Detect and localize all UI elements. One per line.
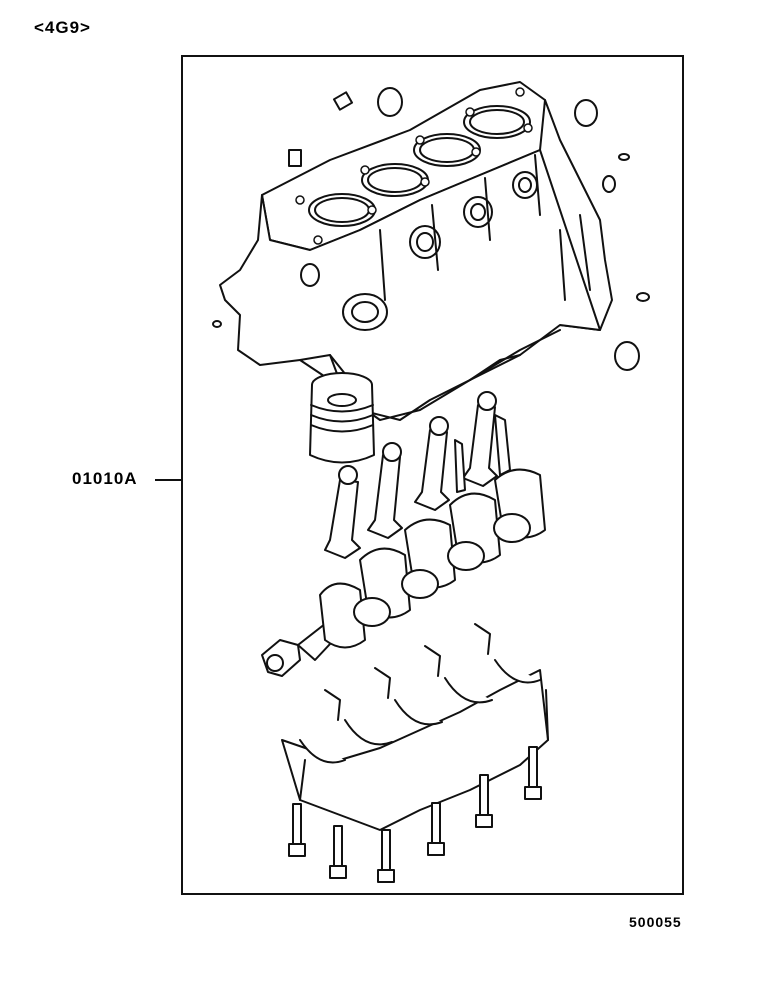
- cylinder-block: [220, 82, 612, 420]
- callout-leader-line: [155, 479, 183, 481]
- piston: [310, 373, 374, 463]
- bearing-bedplate: [282, 624, 548, 830]
- part-number-callout: 01010A: [72, 469, 138, 488]
- illustration-frame: [181, 55, 684, 895]
- model-tag: <4G9>: [34, 18, 91, 37]
- dowels-and-plugs: [213, 88, 649, 370]
- connecting-rods: [325, 392, 510, 558]
- bearing-cap-bolts: [289, 747, 541, 882]
- crankshaft: [262, 470, 545, 676]
- figure-id: 500055: [629, 914, 682, 930]
